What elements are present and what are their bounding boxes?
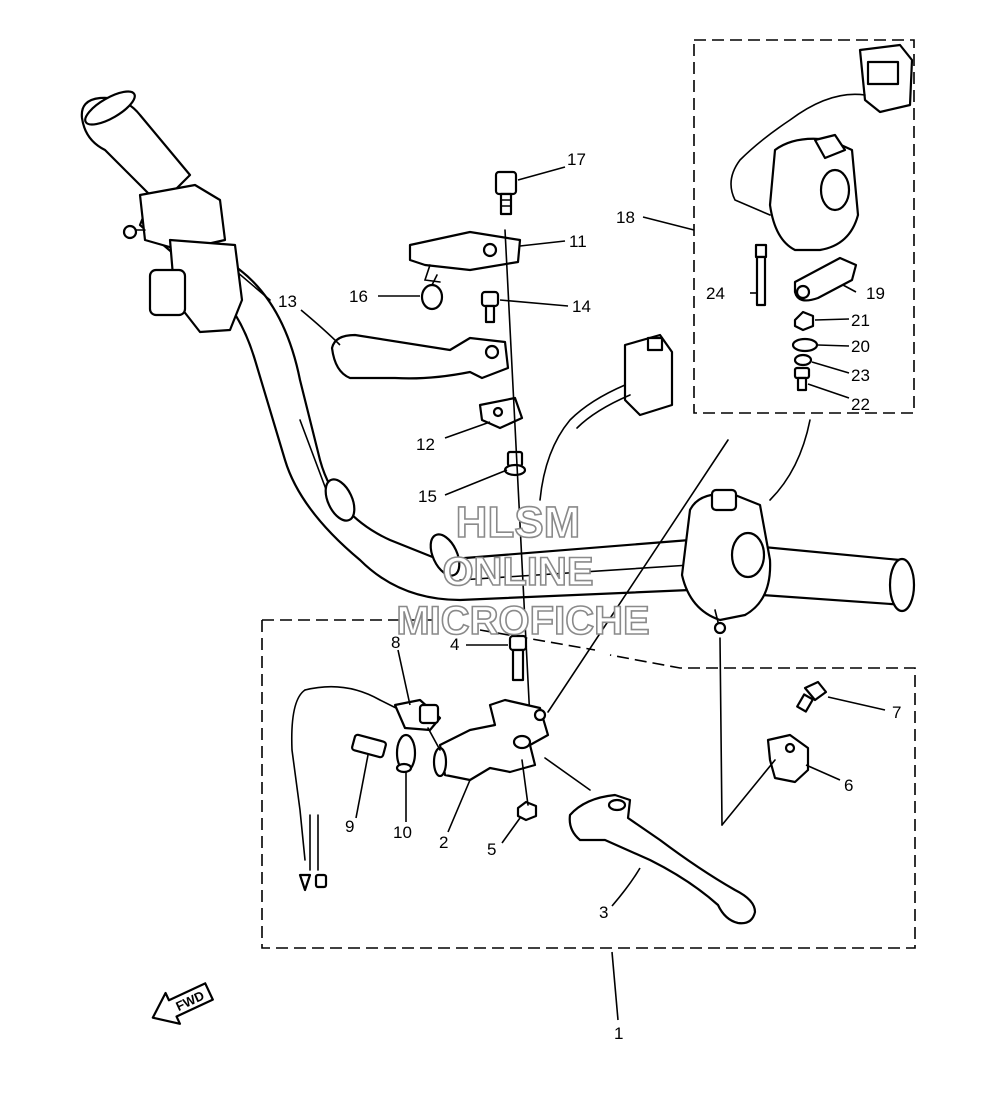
callout-3: 3 <box>599 903 608 922</box>
callout-12: 12 <box>416 435 435 454</box>
left-grip <box>80 90 192 207</box>
part-16-knob <box>420 274 444 311</box>
callout-18: 18 <box>616 208 635 227</box>
callout-1: 1 <box>614 1024 623 1043</box>
part-13-lever <box>330 333 510 380</box>
master-cylinder <box>122 183 244 334</box>
callout-17: 17 <box>567 150 586 169</box>
callout-11: 11 <box>569 232 587 251</box>
callout-5: 5 <box>487 840 496 859</box>
watermark-line2: ONLINE <box>442 550 593 594</box>
watermark: HLSM ONLINE MICROFICHE <box>396 497 651 644</box>
center-grip-rings <box>324 478 461 577</box>
part-14-bolt <box>480 290 500 324</box>
switch-exploded-box <box>693 39 915 414</box>
callout-10: 10 <box>393 823 412 842</box>
callout-numbers: 17 11 16 14 13 12 15 18 24 19 21 20 23 2… <box>278 150 901 1043</box>
wire-connector <box>539 333 674 501</box>
callout-2: 2 <box>439 833 448 852</box>
callout-13: 13 <box>278 292 297 311</box>
part-15-screw <box>503 450 527 477</box>
callout-19: 19 <box>866 284 885 303</box>
callout-21: 21 <box>851 311 870 330</box>
callout-20: 20 <box>851 337 870 356</box>
callout-8: 8 <box>391 633 400 652</box>
callout-4: 4 <box>450 635 459 654</box>
engine-stop-switch-assembly <box>680 419 811 635</box>
part-17-bolt <box>494 170 518 216</box>
callout-6: 6 <box>844 776 853 795</box>
callout-7: 7 <box>892 703 901 722</box>
callout-22: 22 <box>851 395 870 414</box>
fwd-arrow-icon: FWD <box>151 982 214 1025</box>
watermark-line3: MICROFICHE <box>396 599 649 643</box>
callout-9: 9 <box>345 817 354 836</box>
leader-lines <box>300 166 886 1021</box>
part-11-bracket <box>408 230 522 283</box>
part-12-holder <box>478 396 524 430</box>
callout-24: 24 <box>706 284 725 303</box>
watermark-line1: HLSM <box>456 498 581 547</box>
callout-15: 15 <box>418 487 437 506</box>
lever-assembly-box <box>261 439 916 949</box>
callout-16: 16 <box>349 287 368 306</box>
callout-14: 14 <box>572 297 591 316</box>
callout-23: 23 <box>851 366 870 385</box>
right-grip <box>888 557 916 613</box>
